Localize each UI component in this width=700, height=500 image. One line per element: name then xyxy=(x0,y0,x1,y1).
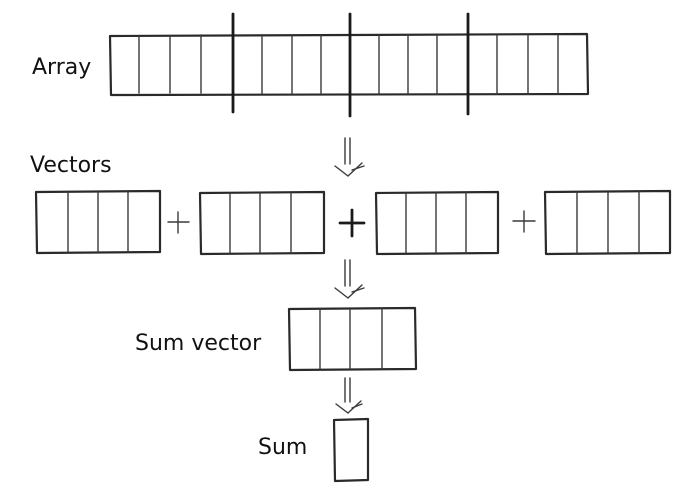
sum-label: Sum xyxy=(258,435,307,460)
vector-4 xyxy=(543,189,672,256)
sum-vector-box xyxy=(287,306,418,372)
vector-1 xyxy=(34,189,162,255)
plus-icon xyxy=(338,208,366,238)
arrow-down-icon xyxy=(334,259,365,299)
arrow-down-icon xyxy=(334,137,365,177)
array-label: Array xyxy=(32,55,91,80)
vector-2 xyxy=(198,190,326,256)
vectors-label: Vectors xyxy=(30,153,112,178)
sum-vector-label: Sum vector xyxy=(135,331,262,356)
arrow-down-icon xyxy=(335,377,363,414)
sum-box xyxy=(332,417,370,483)
array-box xyxy=(108,12,590,118)
vector-3 xyxy=(374,190,500,256)
plus-icon xyxy=(167,211,190,234)
plus-icon xyxy=(512,210,536,233)
